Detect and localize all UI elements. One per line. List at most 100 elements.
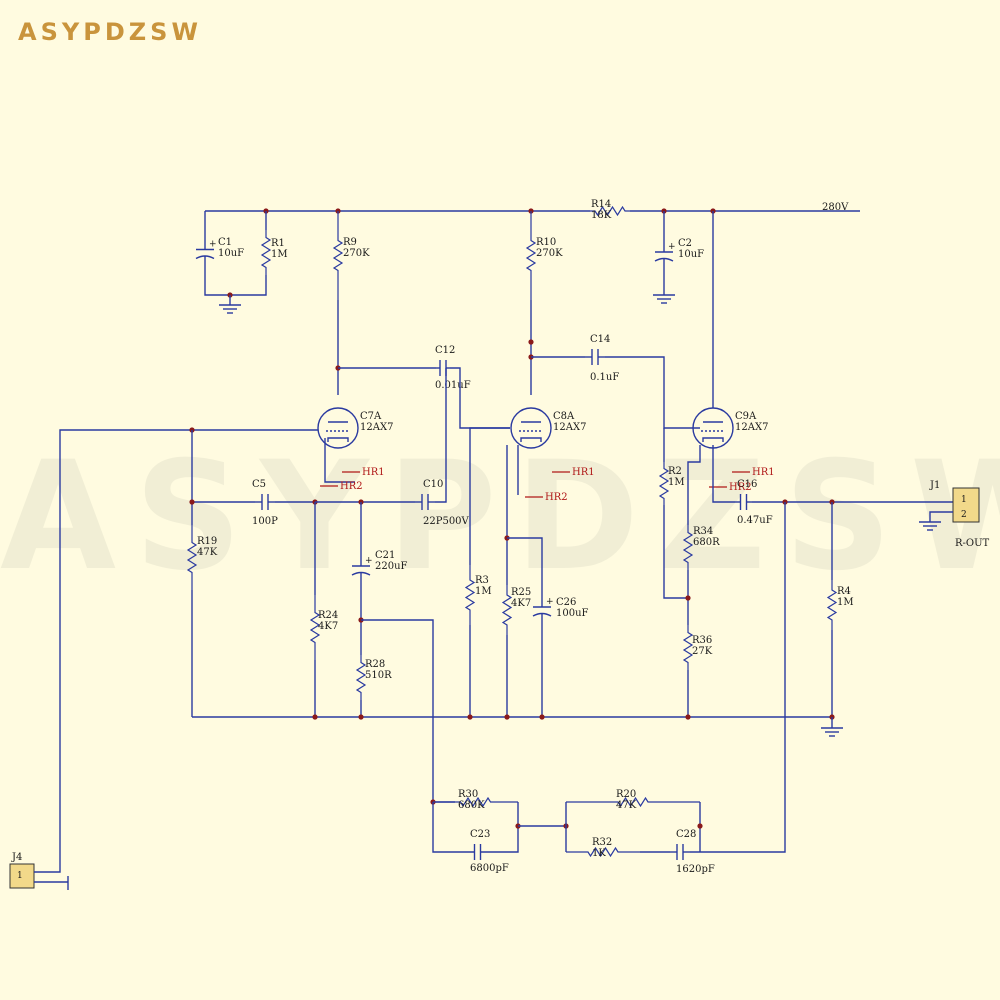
- resistor-ref-label: R10: [536, 237, 556, 248]
- capacitor-c14: [585, 349, 605, 365]
- wire: [690, 502, 786, 853]
- capacitor-c16: [735, 494, 752, 510]
- ground-symbol: [653, 294, 675, 304]
- connector-body: [952, 487, 980, 523]
- resistor-value-label: 680K: [458, 800, 485, 811]
- junction-dot: [312, 714, 318, 720]
- capacitor-value-label: 220uF: [375, 561, 408, 572]
- resistor-value-label: 270K: [536, 248, 563, 259]
- resistor-value-label: 47K: [197, 547, 218, 558]
- capacitor-value-label: 0.1uF: [590, 372, 619, 383]
- wire: [450, 367, 510, 429]
- resistor-value-label: 1M: [668, 477, 685, 488]
- junction-dot: [504, 714, 510, 720]
- capacitor-c2: +: [654, 235, 676, 275]
- capacitor-value-label: 1620pF: [676, 864, 715, 875]
- resistor-ref-label: R4: [837, 586, 851, 597]
- polarity-mark: +: [365, 556, 373, 566]
- wire: [500, 802, 519, 853]
- resistor-ref-label: R28: [365, 659, 385, 670]
- connector-name-label: R-OUT: [955, 538, 990, 549]
- capacitor-ref-label: C21: [375, 550, 395, 561]
- heater-hr1-label: HR1: [572, 467, 595, 478]
- capacitor-ref-label: C5: [252, 479, 266, 490]
- tube-type-label: 12AX7: [360, 422, 393, 433]
- resistor-ref-label: R14: [591, 199, 611, 210]
- resistor-r14: [590, 205, 630, 217]
- junction-dot: [697, 823, 703, 829]
- wire: [507, 537, 543, 590]
- resistor-body: [826, 580, 838, 630]
- watermark: ASYPDZSW: [0, 430, 1000, 604]
- resistor-ref-label: R3: [475, 575, 489, 586]
- resistor-value-label: 270K: [343, 248, 370, 259]
- wire: [324, 438, 355, 483]
- resistor-ref-label: R20: [616, 789, 636, 800]
- capacitor-ref-label: C2: [678, 238, 692, 249]
- ground-symbol: [919, 521, 941, 531]
- capacitor-c5: [255, 494, 275, 510]
- junction-dot: [528, 339, 534, 345]
- resistor-ref-label: R30: [458, 789, 478, 800]
- polarity-mark: +: [668, 242, 676, 252]
- resistor-ref-label: R2: [668, 466, 682, 477]
- resistor-value-label: 18K: [591, 210, 612, 221]
- resistor-ref-label: R36: [692, 635, 712, 646]
- capacitor-value-label: 0.01uF: [435, 380, 471, 391]
- wire: [687, 445, 701, 525]
- ground-symbol: [821, 727, 843, 737]
- junction-dot: [685, 595, 691, 601]
- wire: [712, 445, 735, 503]
- tube-cathode: [327, 437, 349, 442]
- resistor-ref-label: R9: [343, 237, 357, 248]
- capacitor-c23: [455, 844, 500, 860]
- connector-pin-label: 1: [17, 871, 23, 881]
- wire: [929, 511, 953, 522]
- connector-j4: [9, 863, 35, 889]
- capacitor-c28: [670, 844, 690, 860]
- wire: [204, 275, 267, 296]
- resistor-ref-label: R24: [318, 610, 338, 621]
- capacitor-ref-label: C10: [423, 479, 443, 490]
- connector-pin-label: 2: [961, 510, 967, 520]
- brand-logo: ASYPDZSW: [18, 18, 202, 46]
- capacitor-value-label: 100uF: [556, 608, 589, 619]
- resistor-r2: [658, 462, 670, 505]
- resistor-r10: [525, 211, 537, 300]
- resistor-r4: [826, 580, 838, 630]
- capacitor-ref-label: C16: [737, 479, 757, 490]
- tube-type-label: 12AX7: [553, 422, 586, 433]
- wire: [663, 505, 688, 599]
- wire: [469, 427, 510, 565]
- resistor-value-label: 4K7: [318, 621, 338, 632]
- tube-c8a: [510, 407, 552, 449]
- tube-type-label: 12AX7: [735, 422, 768, 433]
- resistor-r32: [566, 846, 640, 858]
- resistor-body: [525, 211, 537, 300]
- resistor-r19: [186, 525, 198, 590]
- resistor-value-label: 47K: [616, 800, 637, 811]
- resistor-body: [590, 205, 630, 217]
- resistor-body: [464, 565, 476, 625]
- resistor-r34: [682, 525, 694, 570]
- resistor-body: [566, 796, 700, 808]
- resistor-ref-label: R32: [592, 837, 612, 848]
- resistor-ref-label: R25: [511, 587, 531, 598]
- capacitor-ref-label: C26: [556, 597, 576, 608]
- tube-c7a: [317, 407, 359, 449]
- capacitor-value-label: 22P500V: [423, 516, 470, 527]
- tube-cathode: [702, 437, 724, 442]
- connector-body: [9, 863, 35, 889]
- connector-ref-label: J1: [929, 480, 940, 491]
- resistor-body: [332, 211, 344, 300]
- polarity-mark: +: [546, 597, 554, 607]
- resistor-body: [260, 230, 272, 275]
- tube-envelope: [317, 407, 359, 449]
- resistor-value-label: 27K: [692, 646, 713, 657]
- resistor-ref-label: R1: [271, 238, 285, 249]
- resistor-ref-label: R19: [197, 536, 217, 547]
- connector-pin-label: 1: [961, 495, 967, 505]
- capacitor-ref-label: C28: [676, 829, 696, 840]
- resistor-r3: [464, 565, 476, 625]
